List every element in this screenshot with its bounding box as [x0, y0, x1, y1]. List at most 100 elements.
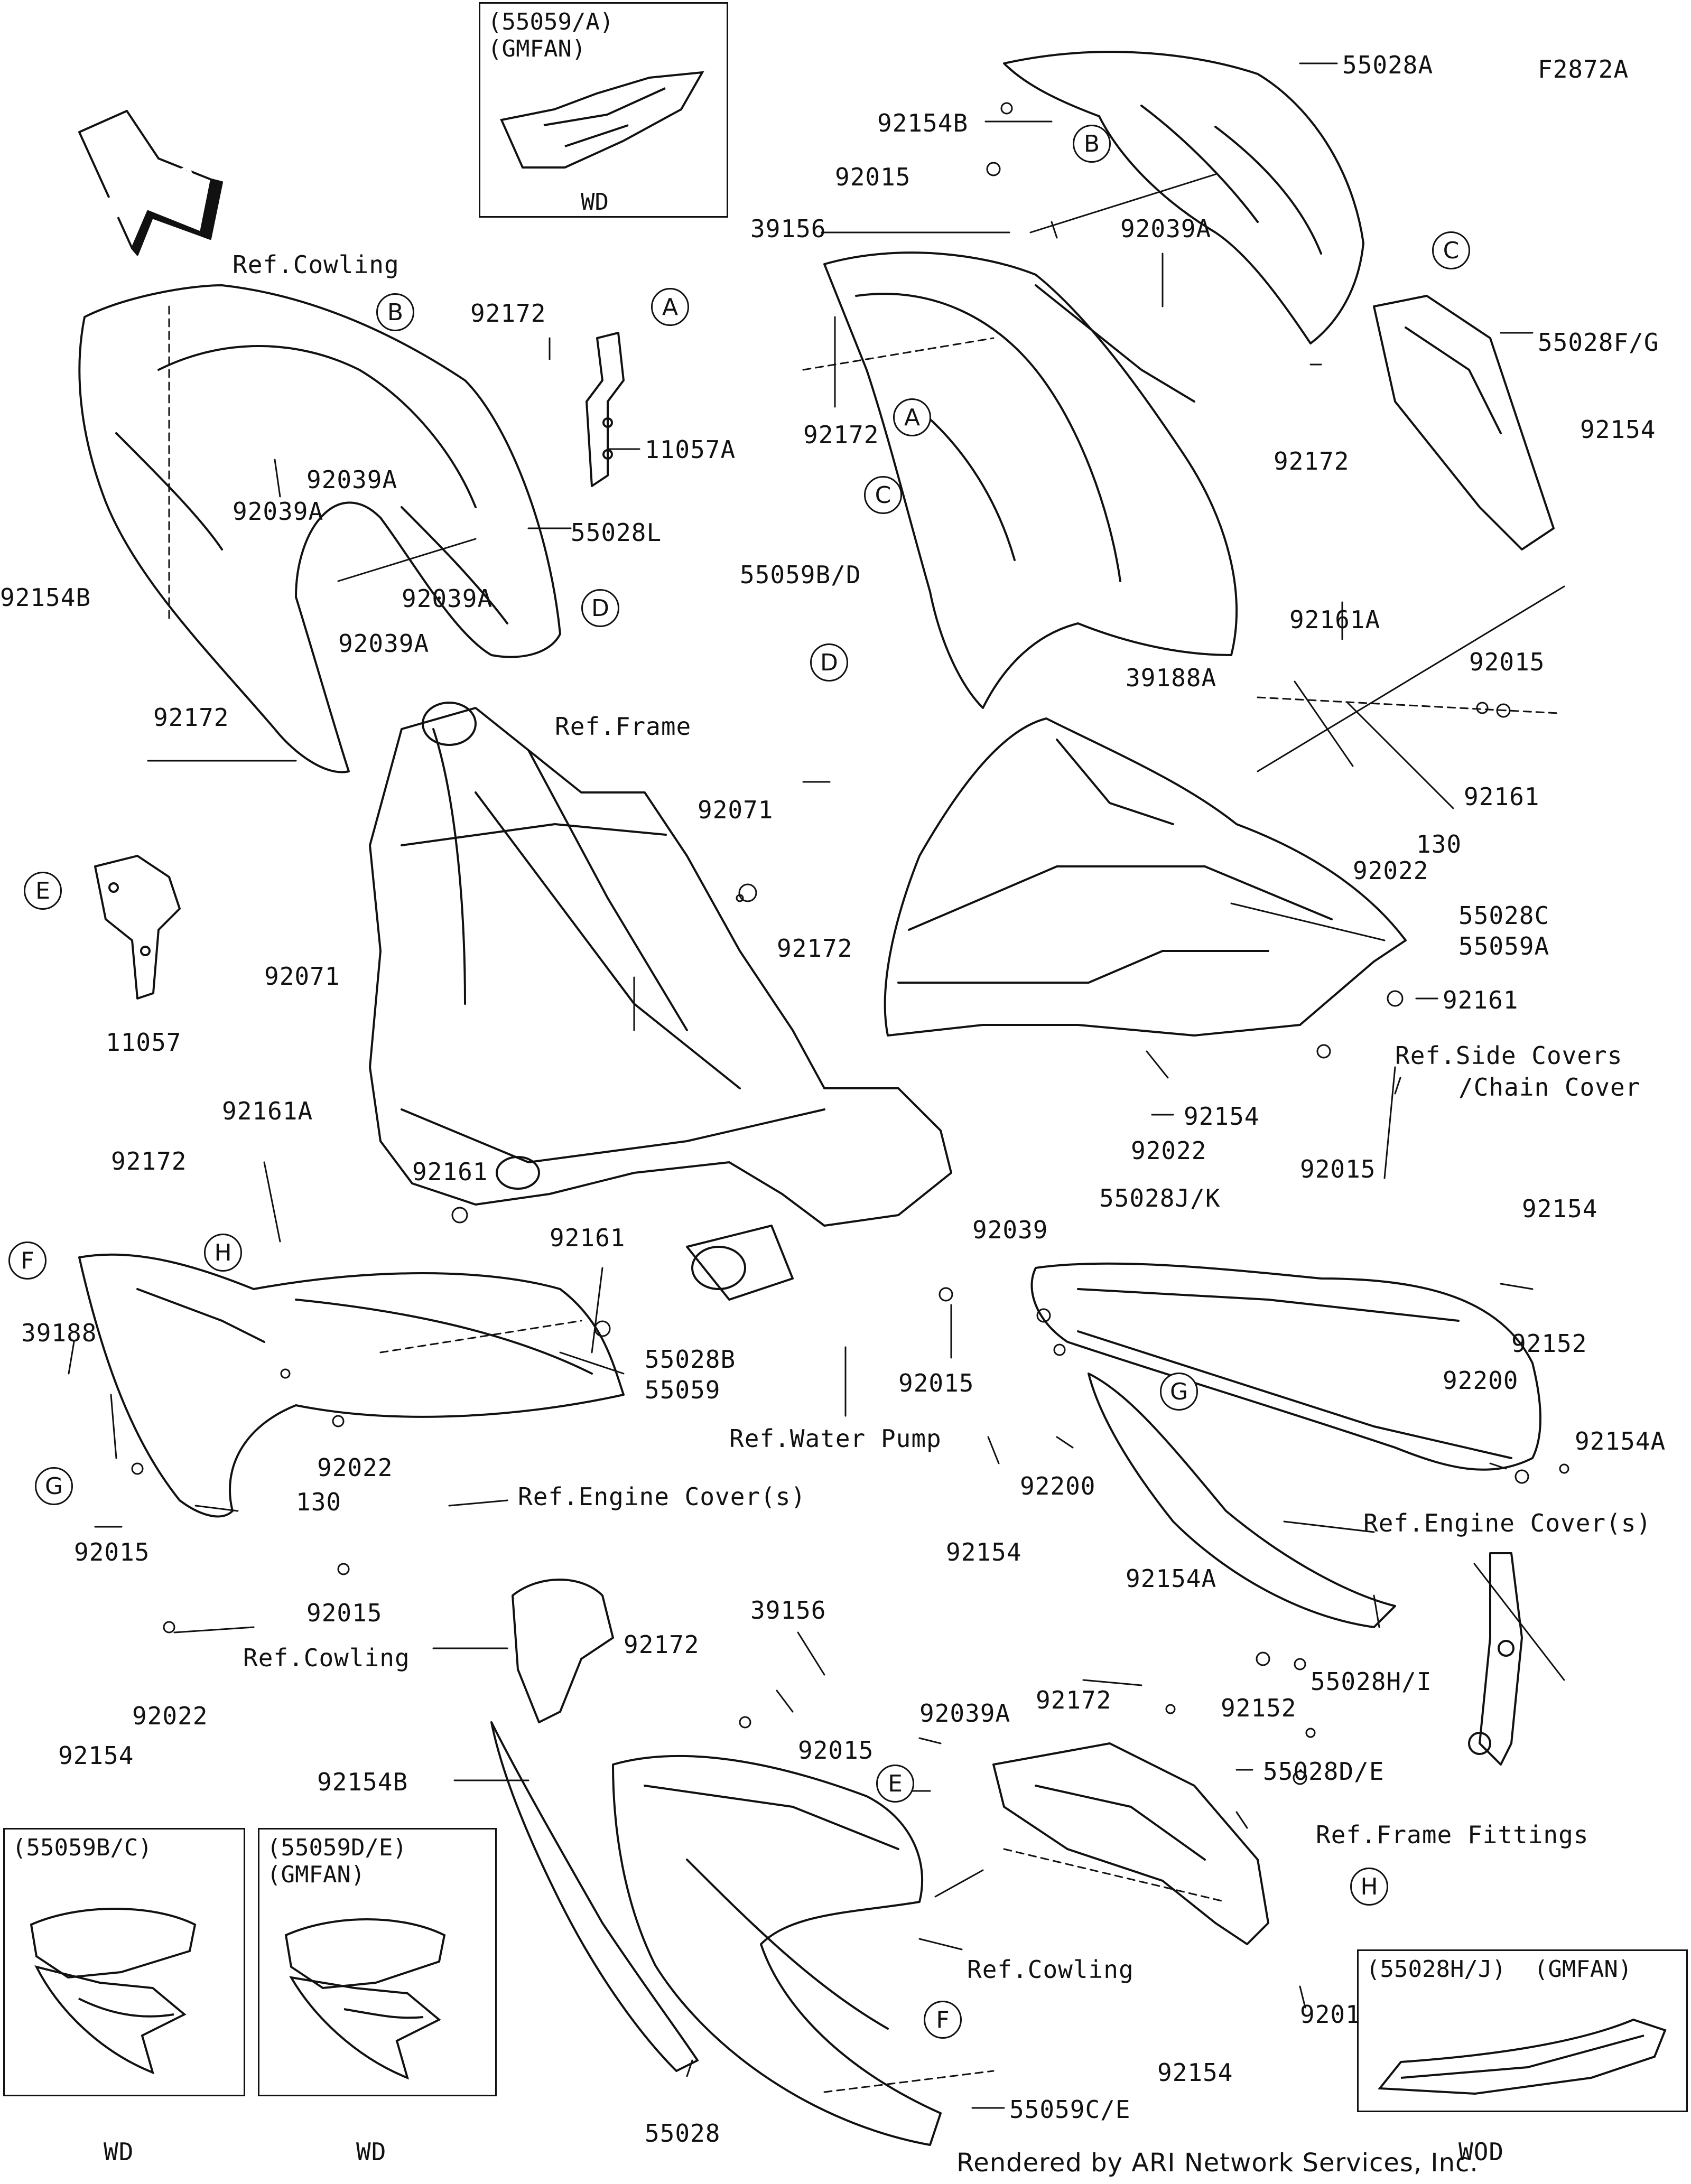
- part-130-left[interactable]: 130: [296, 1488, 342, 1516]
- part-92015-right[interactable]: 92015: [1469, 648, 1545, 676]
- ref-frame-fittings[interactable]: Ref.Frame Fittings: [1316, 1821, 1589, 1849]
- part-39188A[interactable]: 39188A: [1126, 664, 1217, 692]
- ref-cowling-bottom[interactable]: Ref.Cowling: [243, 1644, 410, 1672]
- part-130-right[interactable]: 130: [1416, 830, 1462, 858]
- guide-lines: [168, 305, 1560, 2093]
- part-92161A-left[interactable]: 92161A: [222, 1097, 313, 1125]
- part-55028C[interactable]: 55028C: [1458, 901, 1550, 930]
- part-55028FG[interactable]: 55028F/G: [1538, 328, 1659, 357]
- part-92154-bottom-left[interactable]: 92154: [58, 1741, 134, 1770]
- ref-cowling-lower[interactable]: Ref.Cowling: [967, 1955, 1134, 1984]
- part-92154A-right[interactable]: 92154A: [1575, 1427, 1666, 1455]
- part-92154B-left[interactable]: 92154B: [0, 583, 91, 612]
- part-92152-center[interactable]: 92152: [1221, 1694, 1297, 1722]
- ref-cowling-top[interactable]: Ref.Cowling: [233, 250, 399, 279]
- part-92154-right[interactable]: 92154: [1580, 415, 1656, 444]
- part-92172-left[interactable]: 92172: [153, 703, 229, 732]
- part-92039A-left-4[interactable]: 92039A: [338, 629, 430, 658]
- part-92154-center-2[interactable]: 92154: [946, 1538, 1022, 1566]
- part-92154B-top[interactable]: 92154B: [877, 109, 969, 137]
- part-92172-upper-right[interactable]: 92172: [1274, 447, 1350, 475]
- part-92039A-left-2[interactable]: 92039A: [233, 497, 324, 526]
- part-92154-right-2[interactable]: 92154: [1522, 1194, 1598, 1223]
- callout-g-left[interactable]: G: [35, 1467, 73, 1505]
- callout-f-bottom[interactable]: F: [924, 2001, 962, 2039]
- part-92039A-top-right[interactable]: 92039A: [1120, 214, 1212, 243]
- part-39156-bottom[interactable]: 39156: [750, 1596, 826, 1625]
- part-92039A-left-1[interactable]: 92039A: [306, 465, 398, 494]
- part-92039A-bottom[interactable]: 92039A: [919, 1699, 1011, 1728]
- callout-a-left[interactable]: A: [651, 288, 689, 326]
- part-55028B[interactable]: 55028B: [645, 1345, 736, 1374]
- part-92154-bottom-right[interactable]: 92154: [1157, 2058, 1233, 2087]
- ref-engine-covers-left[interactable]: Ref.Engine Cover(s): [518, 1482, 806, 1511]
- middle-fairing-55028C-shape: [884, 717, 1407, 1037]
- part-92022-center[interactable]: 92022: [1131, 1136, 1207, 1165]
- ref-frame[interactable]: Ref.Frame: [555, 712, 692, 741]
- part-92152-right[interactable]: 92152: [1511, 1329, 1587, 1358]
- part-55028A[interactable]: 55028A: [1342, 51, 1434, 79]
- part-39188[interactable]: 39188: [21, 1319, 97, 1347]
- callout-f-left[interactable]: F: [8, 1242, 47, 1280]
- part-92015-left[interactable]: 92015: [74, 1538, 150, 1566]
- part-92022-bottom[interactable]: 92022: [132, 1702, 208, 1730]
- ref-water-pump[interactable]: Ref.Water Pump: [729, 1424, 942, 1453]
- part-92071-left[interactable]: 92071: [264, 962, 340, 991]
- part-92161-left[interactable]: 92161: [412, 1158, 488, 1186]
- part-92154-center[interactable]: 92154: [1184, 1102, 1260, 1131]
- part-92161-center[interactable]: 92161: [550, 1224, 626, 1252]
- part-92172-bottom-right[interactable]: 92172: [1036, 1686, 1112, 1714]
- part-92161-right-2[interactable]: 92161: [1443, 986, 1519, 1014]
- part-92172-left-2[interactable]: 92172: [111, 1147, 187, 1175]
- part-11057A[interactable]: 11057A: [645, 435, 736, 464]
- callout-d-mid[interactable]: D: [810, 643, 848, 682]
- callout-g-right[interactable]: G: [1160, 1373, 1198, 1411]
- part-55059BD[interactable]: 55059B/D: [740, 561, 861, 589]
- part-55028HI[interactable]: 55028H/I: [1311, 1667, 1432, 1696]
- part-39156-top[interactable]: 39156: [750, 214, 826, 243]
- under-panel-55028HI-shape: [1088, 1373, 1396, 1628]
- part-55059A[interactable]: 55059A: [1458, 932, 1550, 960]
- part-92172-mid[interactable]: 92172: [803, 421, 879, 449]
- callout-a-mid[interactable]: A: [893, 398, 931, 436]
- part-92015-bottom[interactable]: 92015: [798, 1736, 874, 1765]
- part-92154B-bottom[interactable]: 92154B: [317, 1768, 408, 1796]
- part-92200-right[interactable]: 92200: [1443, 1366, 1519, 1395]
- callout-b-top[interactable]: B: [1073, 125, 1111, 163]
- part-55028[interactable]: 55028: [645, 2119, 721, 2148]
- callout-c-mid[interactable]: C: [864, 476, 902, 514]
- callout-c-top[interactable]: C: [1432, 231, 1470, 269]
- inset-55059DE-part-icon: [284, 1918, 446, 2080]
- callout-e-left[interactable]: E: [24, 872, 62, 910]
- part-92022-left[interactable]: 92022: [317, 1453, 393, 1482]
- part-92071-mid[interactable]: 92071: [698, 796, 774, 824]
- part-92015-left-2[interactable]: 92015: [306, 1599, 383, 1627]
- part-92154A-center[interactable]: 92154A: [1126, 1564, 1217, 1593]
- part-92015-water[interactable]: 92015: [898, 1369, 974, 1397]
- part-92172-top-left[interactable]: 92172: [470, 299, 546, 328]
- ref-engine-covers-right[interactable]: Ref.Engine Cover(s): [1363, 1509, 1652, 1537]
- part-92200-center[interactable]: 92200: [1020, 1472, 1096, 1500]
- part-92015-center[interactable]: 92015: [1300, 1155, 1376, 1183]
- callout-h-left[interactable]: H: [204, 1234, 242, 1272]
- part-55028L[interactable]: 55028L: [571, 518, 662, 547]
- callout-h-bottom[interactable]: H: [1350, 1868, 1388, 1906]
- part-92039A-left-3[interactable]: 92039A: [402, 584, 493, 613]
- part-55028DE[interactable]: 55028D/E: [1263, 1757, 1385, 1786]
- part-92172-center[interactable]: 92172: [777, 934, 853, 963]
- callout-d-left[interactable]: D: [581, 589, 619, 627]
- ref-chain-cover[interactable]: /Chain Cover: [1458, 1073, 1641, 1102]
- part-92039[interactable]: 92039: [972, 1216, 1048, 1244]
- part-92022-right[interactable]: 92022: [1353, 856, 1429, 885]
- part-55028JK[interactable]: 55028J/K: [1099, 1184, 1221, 1212]
- part-92172-bottom-left[interactable]: 92172: [624, 1630, 700, 1659]
- part-11057[interactable]: 11057: [106, 1028, 182, 1057]
- ref-side-covers[interactable]: Ref.Side Covers: [1395, 1041, 1623, 1070]
- part-92015-top[interactable]: 92015: [835, 163, 911, 191]
- part-92161-right-1[interactable]: 92161: [1464, 782, 1540, 811]
- part-55059[interactable]: 55059: [645, 1376, 721, 1404]
- callout-b-left[interactable]: B: [376, 293, 414, 331]
- part-55059CE[interactable]: 55059C/E: [1009, 2095, 1131, 2124]
- part-92161A-top[interactable]: 92161A: [1289, 605, 1381, 634]
- callout-e-bottom[interactable]: E: [876, 1765, 914, 1803]
